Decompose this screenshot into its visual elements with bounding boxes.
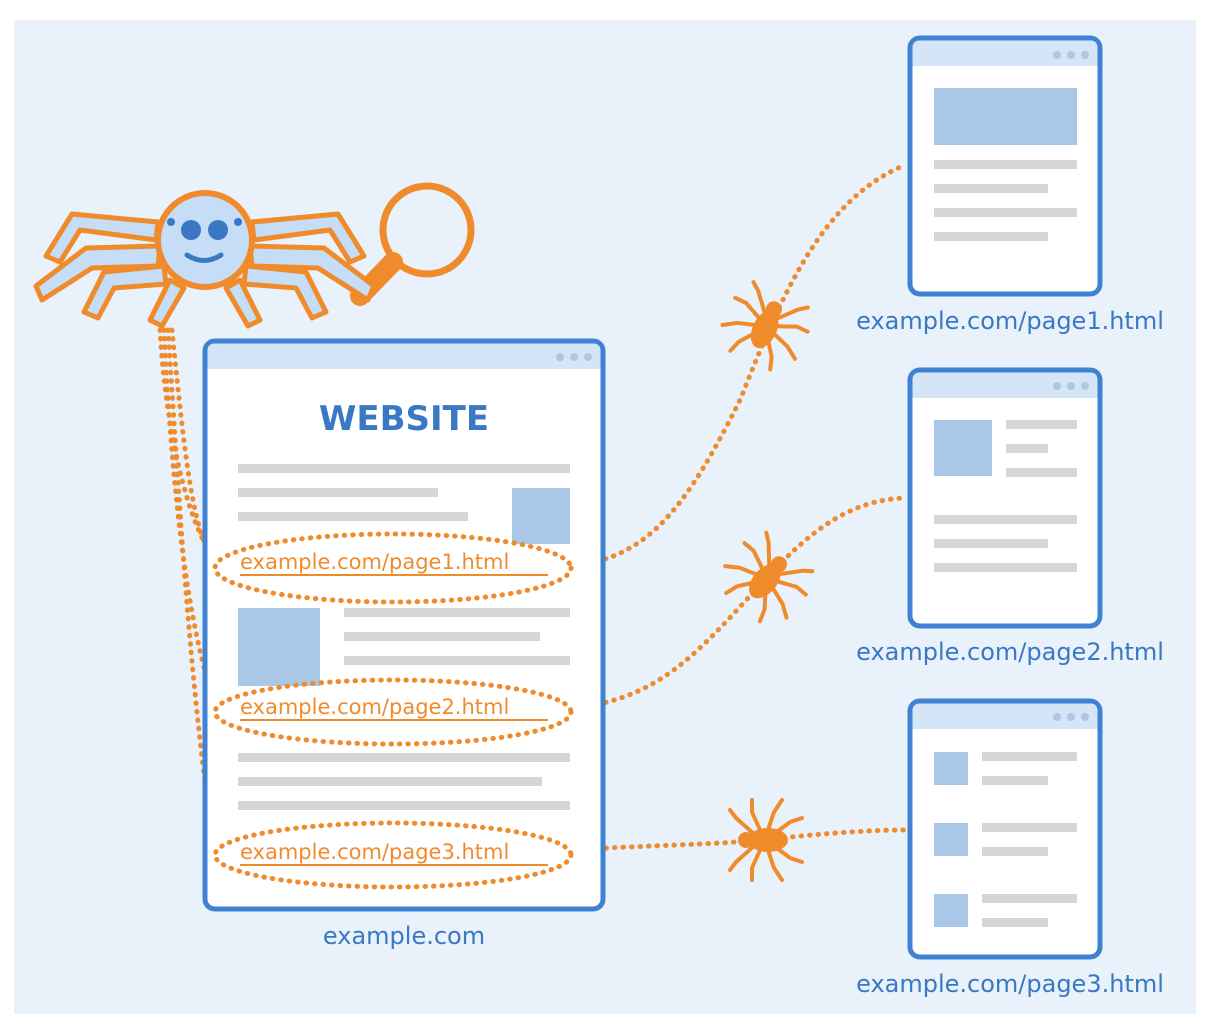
target-page-3-caption: example.com/page3.html	[856, 970, 1164, 998]
link-3-label[interactable]: example.com/page3.html	[240, 840, 509, 864]
target-page-2-caption: example.com/page2.html	[856, 638, 1164, 666]
small-spider-icon	[711, 275, 819, 379]
target-page-3	[907, 698, 1103, 960]
target-page-2	[907, 367, 1103, 629]
crawl-path-links-to-pages	[569, 162, 908, 853]
link-1[interactable]: example.com/page1.html	[240, 550, 548, 576]
small-spider-icon	[728, 798, 804, 882]
window-dots-icon	[1053, 382, 1089, 390]
link-highlights	[212, 531, 574, 890]
window-dots-icon	[556, 353, 592, 361]
website-title: WEBSITE	[319, 399, 489, 439]
main-page-caption: example.com	[323, 922, 485, 950]
image-placeholder	[512, 488, 570, 544]
image-placeholder	[238, 608, 320, 686]
link-2-label[interactable]: example.com/page2.html	[240, 695, 509, 719]
target-page-1-caption: example.com/page1.html	[856, 307, 1164, 335]
window-dots-icon	[1053, 713, 1089, 721]
link-1-label[interactable]: example.com/page1.html	[240, 550, 509, 574]
spider-with-magnifier-icon	[33, 182, 475, 329]
link-3[interactable]: example.com/page3.html	[240, 840, 548, 866]
link-2[interactable]: example.com/page2.html	[240, 695, 548, 721]
main-website-page: WEBSITE	[202, 338, 606, 912]
window-dots-icon	[1053, 51, 1089, 59]
target-page-1	[907, 35, 1103, 297]
